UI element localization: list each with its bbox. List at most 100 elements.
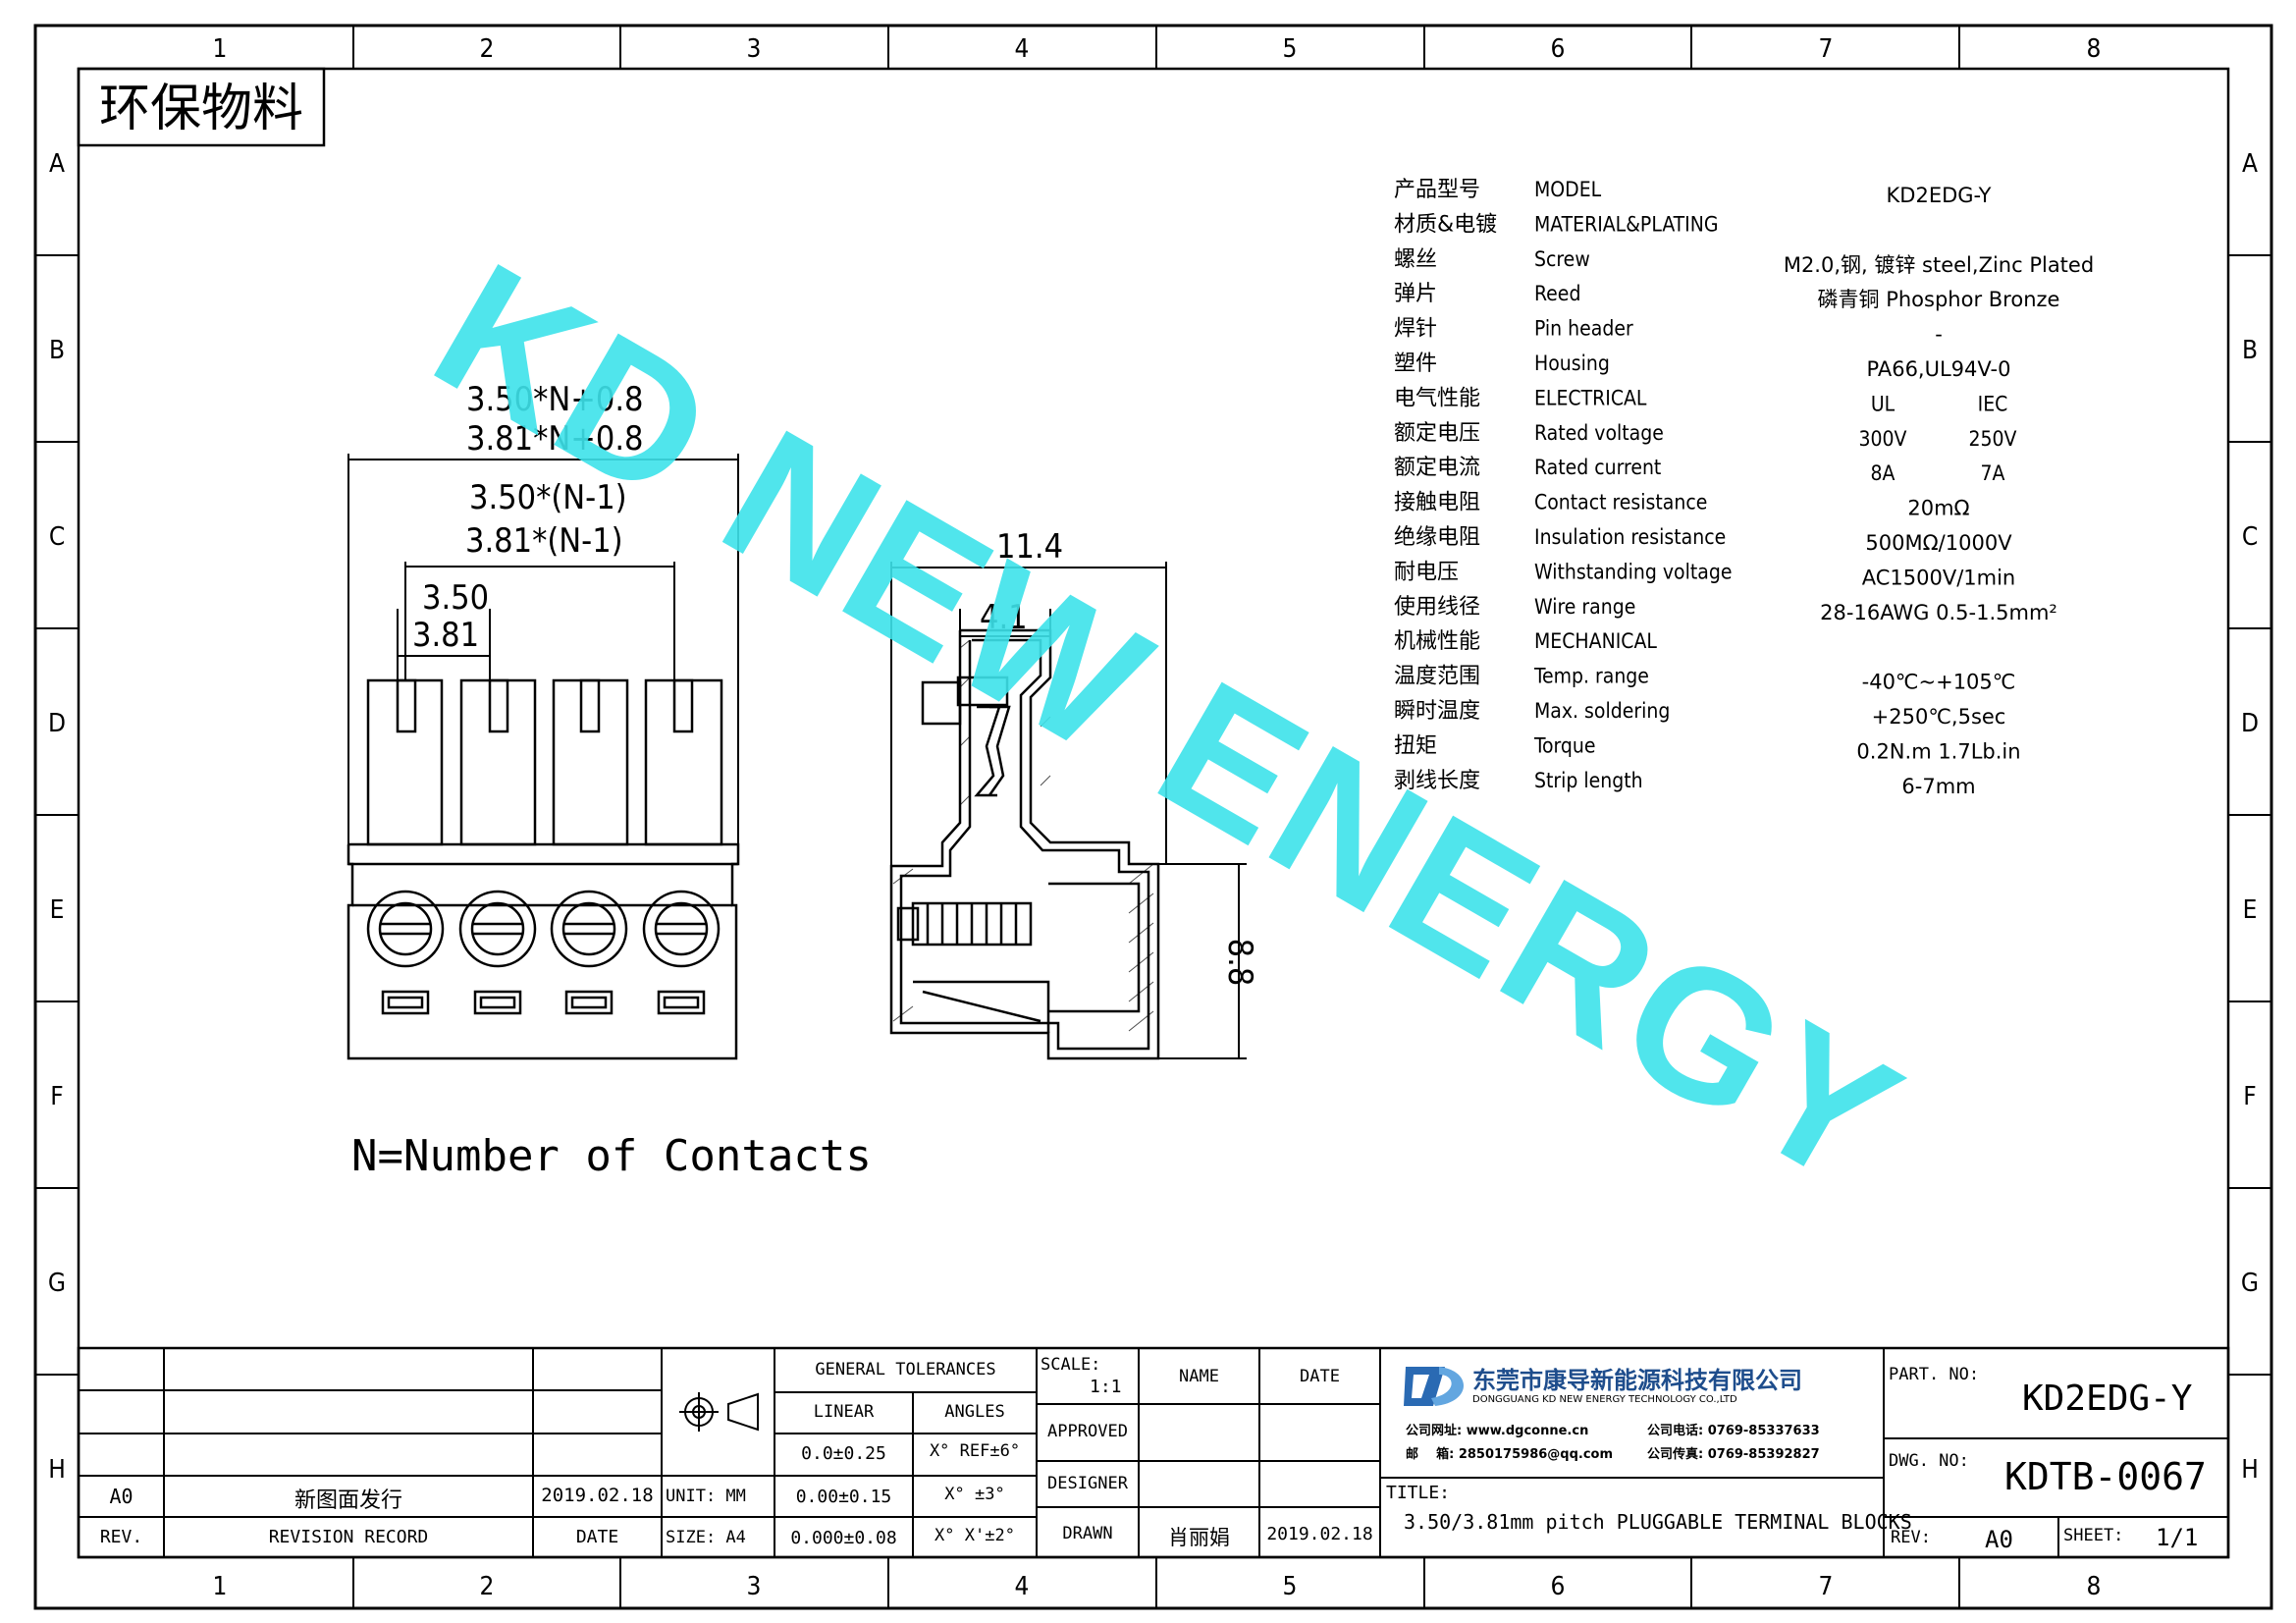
column-label-top-8: 8 (2087, 34, 2102, 64)
column-labels-top: 1 2 3 4 5 6 7 8 (213, 34, 2102, 64)
spec-en-label: Housing (1534, 352, 1610, 375)
spec-cn-label: 耐电压 (1394, 560, 1459, 584)
spec-en-label: Strip length (1534, 769, 1643, 792)
dim-height: 8.8 (1220, 939, 1259, 987)
spec-cn-label: 产品型号 (1394, 178, 1480, 202)
column-label-top-5: 5 (1283, 34, 1298, 64)
column-label-top-2: 2 (480, 34, 495, 64)
spec-en-label: MECHANICAL (1534, 629, 1657, 653)
spec-value-iec: 7A (1981, 461, 2005, 485)
title-block-lines (77, 1346, 2230, 1559)
row-label-left-B: B (49, 336, 65, 365)
row-label-right-E: E (2243, 895, 2258, 925)
spec-value-iec: 250V (1969, 427, 2017, 451)
spec-value: 28-16AWG 0.5-1.5mm² (1820, 601, 2057, 624)
spec-value: +250℃,5sec (1872, 705, 2006, 729)
side-view (889, 628, 1160, 1060)
dim-pitch-350: 3.50 (422, 578, 489, 618)
side-dimensions (890, 562, 1247, 1059)
spec-value: AC1500V/1min (1862, 566, 2016, 589)
column-label-bottom-5: 5 (1283, 1572, 1298, 1601)
spec-cn-label: 电气性能 (1394, 386, 1480, 410)
spec-en-label: Rated current (1534, 456, 1661, 479)
spec-cn-label: 扭矩 (1394, 733, 1437, 758)
column-label-bottom-3: 3 (747, 1572, 762, 1601)
row-label-left-D: D (48, 709, 66, 738)
spec-cn-label: 材质&电镀 (1394, 212, 1497, 237)
spec-value: M2.0,钢, 镀锌 steel,Zinc Plated (1784, 253, 2094, 277)
spec-cn-label: 使用线径 (1394, 595, 1480, 620)
dim-span-350: 3.50*(N-1) (469, 478, 627, 517)
spec-value-ul: 8A (1871, 461, 1896, 485)
column-label-top-7: 7 (1819, 34, 1834, 64)
spec-value: - (1935, 323, 1943, 347)
spec-en-label: Screw (1534, 247, 1590, 271)
column-label-top-6: 6 (1551, 34, 1566, 64)
contacts-note: N=Number of Contacts (351, 1131, 872, 1181)
spec-cn-label: 额定电压 (1394, 421, 1480, 446)
front-screws (366, 890, 721, 968)
spec-value: PA66,UL94V-0 (1867, 357, 2011, 381)
spec-value-ul: UL (1871, 392, 1896, 415)
row-label-left-C: C (49, 522, 65, 552)
row-label-right-F: F (2243, 1082, 2256, 1111)
column-label-top-4: 4 (1015, 34, 1030, 64)
dim-total-381: 3.81*N+0.8 (466, 419, 644, 459)
spec-value-ul: 300V (1859, 427, 1907, 451)
row-label-left-F: F (50, 1082, 63, 1111)
spec-cn-label: 弹片 (1394, 282, 1437, 306)
spec-table: 产品型号 MODEL KD2EDG-Y 材质&电镀 MATERIAL&PLATING 螺丝… (1394, 178, 2094, 798)
spec-value: KD2EDG-Y (1887, 184, 1992, 207)
spec-cn-label: 绝缘电阻 (1394, 525, 1480, 550)
row-label-left-G: G (48, 1269, 66, 1298)
dim-span-381: 3.81*(N-1) (465, 521, 623, 561)
spec-cn-label: 螺丝 (1394, 247, 1437, 272)
spec-value: 500MΩ/1000V (1865, 531, 2012, 555)
spec-en-label: Torque (1533, 733, 1596, 757)
spec-cn-label: 剥线长度 (1394, 769, 1480, 793)
row-label-right-D: D (2241, 709, 2259, 738)
spec-en-label: MODEL (1534, 178, 1602, 201)
dim-total-350: 3.50*N+0.8 (466, 380, 644, 419)
front-view (347, 678, 740, 1060)
spec-en-label: ELECTRICAL (1534, 386, 1647, 409)
spec-cn-label: 机械性能 (1394, 629, 1480, 654)
spec-en-label: Reed (1534, 282, 1580, 305)
spec-en-label: Max. soldering (1534, 699, 1670, 723)
spec-cn-label: 瞬时温度 (1394, 699, 1480, 724)
spec-en-label: Temp. range (1533, 665, 1649, 688)
column-label-bottom-8: 8 (2087, 1572, 2102, 1601)
column-label-bottom-7: 7 (1819, 1572, 1834, 1601)
side-hatching (892, 639, 1154, 1032)
front-dimensions (347, 454, 739, 844)
spec-en-label: Wire range (1534, 595, 1635, 619)
side-dimension-labels: 11.4 4.1 8.8 (980, 527, 1259, 986)
row-label-right-A: A (2242, 149, 2258, 179)
eco-stamp-text: 环保物料 (99, 80, 303, 138)
spec-en-label: Contact resistance (1534, 491, 1707, 514)
spec-value: 0.2N.m 1.7Lb.in (1856, 739, 2020, 763)
eco-stamp: 环保物料 (77, 67, 326, 147)
spec-en-label: MATERIAL&PLATING (1534, 212, 1719, 236)
spec-value: -40℃~+105℃ (1862, 671, 2016, 694)
row-label-right-H: H (2241, 1455, 2259, 1485)
column-label-top-1: 1 (213, 34, 228, 64)
dim-inner: 4.1 (980, 598, 1028, 637)
projection-symbol-icon (679, 1392, 759, 1432)
spec-value: 6-7mm (1901, 775, 1975, 798)
spec-cn-label: 温度范围 (1394, 665, 1480, 689)
column-label-top-3: 3 (747, 34, 762, 64)
spec-en-label: Pin header (1534, 317, 1633, 341)
column-label-bottom-6: 6 (1551, 1572, 1566, 1601)
dim-pitch-381: 3.81 (412, 616, 479, 655)
spec-cn-label: 额定电流 (1394, 456, 1480, 480)
spec-value: 磷青铜 Phosphor Bronze (1818, 288, 2060, 311)
spec-en-label: Insulation resistance (1534, 525, 1726, 549)
column-label-bottom-2: 2 (480, 1572, 495, 1601)
company-logo (1404, 1367, 1465, 1406)
row-label-left-H: H (48, 1455, 66, 1485)
spec-value-iec: IEC (1978, 392, 2008, 415)
